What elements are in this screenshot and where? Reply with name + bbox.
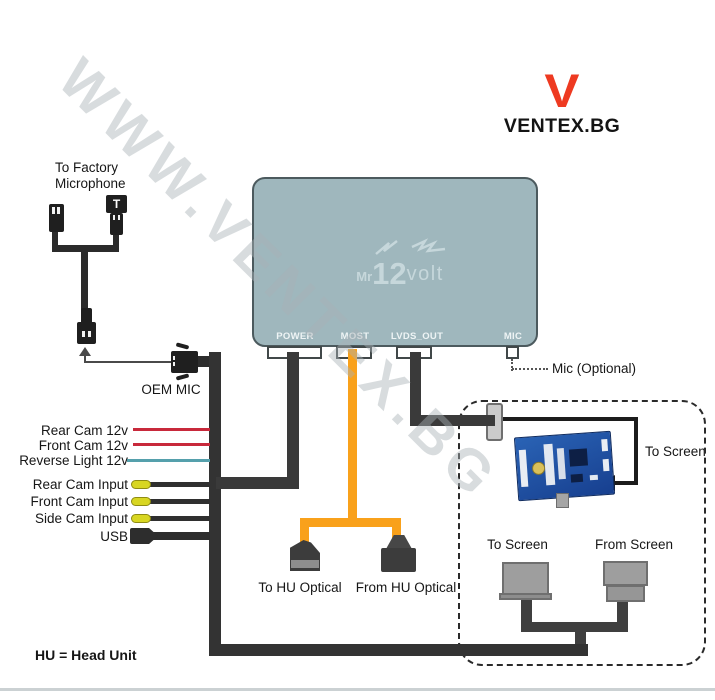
oem-mic-clip-top-icon <box>175 342 190 350</box>
to-hu-optical-label: To HU Optical <box>258 580 342 595</box>
to-screen-arrow-label: To Screen <box>645 444 706 459</box>
power-cable-horizontal <box>216 477 296 489</box>
port-label-lvds-out: LVDS_OUT <box>390 331 444 342</box>
rear-cam-input-wire <box>148 482 210 487</box>
rear-cam-12v-wire <box>133 428 210 431</box>
to-screen-label: To Screen <box>487 537 548 552</box>
most-cable-left-drop <box>300 518 309 543</box>
port-label-most: MOST <box>340 331 370 342</box>
factory-mic-plug-right-body-icon <box>110 213 123 235</box>
lvds-cable-vertical <box>410 352 421 426</box>
port-label-power: POWER <box>276 331 314 342</box>
harness-bottom <box>209 644 588 656</box>
port-label-mic: MIC <box>503 331 523 342</box>
t-mark: T <box>112 197 121 211</box>
from-hu-optical-top-icon <box>386 535 412 549</box>
rear-cam-rca-plug-icon <box>131 480 151 489</box>
mic-dotted-vertical <box>511 359 513 371</box>
screen-arrow-line-top <box>498 417 638 421</box>
harness-vertical <box>209 352 221 655</box>
to-screen-connector-base-icon <box>499 593 552 600</box>
hu-note-label: HU = Head Unit <box>35 647 137 663</box>
screen-junction-bar <box>521 622 628 632</box>
from-screen-connector-bottom-icon <box>606 585 645 602</box>
from-screen-stem <box>617 600 628 632</box>
factory-mic-line1: To Factory <box>55 160 119 175</box>
reverse-light-12v-wire <box>127 459 210 462</box>
lvds-cable-horizontal <box>410 415 495 426</box>
wire-label-reverse-light-12v: Reverse Light 12v <box>19 453 128 468</box>
mr12volt-interface-box <box>252 177 538 347</box>
factory-mic-plug-left-icon <box>49 204 64 232</box>
most-cable-right-drop <box>392 518 401 538</box>
arrow-up-icon <box>79 347 91 356</box>
brand-logo: V VENTEX.BG <box>500 67 624 138</box>
usb-wire <box>152 532 210 540</box>
from-screen-connector-top-icon <box>603 561 648 586</box>
wire-label-front-cam-input: Front Cam Input <box>30 494 128 509</box>
front-cam-12v-wire <box>133 443 210 446</box>
to-screen-stem <box>521 596 532 632</box>
wire-label-rear-cam-12v: Rear Cam 12v <box>40 423 128 438</box>
callout-line-horizontal <box>84 361 173 363</box>
from-hu-optical-connector-icon <box>381 548 416 572</box>
side-cam-rca-plug-icon <box>131 514 151 523</box>
factory-mic-label: To Factory Microphone <box>55 160 126 192</box>
pcb-stub-connector-icon <box>556 493 569 508</box>
y-adapter-socket-top-icon <box>81 308 92 324</box>
wire-label-side-cam-input: Side Cam Input <box>34 511 128 526</box>
front-cam-rca-plug-icon <box>131 497 151 506</box>
oem-mic-label: OEM MIC <box>141 382 201 397</box>
mic-dotted-horizontal <box>512 368 548 370</box>
logo-mr: Mr <box>356 269 373 284</box>
y-wire-bar <box>52 245 119 252</box>
most-cable-bar <box>300 518 401 527</box>
y-wire-right <box>113 233 119 248</box>
oem-mic-clip-bottom-icon <box>175 373 190 381</box>
logo-lightning-icon <box>375 238 446 255</box>
brand-v-icon: V <box>544 64 580 117</box>
power-cable-vertical <box>287 352 299 489</box>
screen-arrow-shaft <box>614 481 638 485</box>
from-hu-optical-label: From HU Optical <box>355 580 457 595</box>
logo-volt: volt <box>406 263 444 285</box>
bottom-frame-line <box>0 688 715 691</box>
wire-label-rear-cam-input: Rear Cam Input <box>32 477 128 492</box>
factory-mic-plug-right-icon: T <box>106 195 127 213</box>
side-cam-input-wire <box>148 516 210 521</box>
y-adapter-socket-icon <box>77 322 96 344</box>
harness-oem-stub <box>196 356 214 367</box>
to-screen-connector-icon <box>502 562 549 596</box>
most-cable-vertical <box>348 349 357 521</box>
brand-name: VENTEX.BG <box>503 115 621 137</box>
lvds-pcb-board <box>513 430 616 502</box>
oem-mic-connector-icon <box>171 351 198 373</box>
callout-line-vertical <box>84 355 86 363</box>
wire-label-front-cam-12v: Front Cam 12v <box>38 438 128 453</box>
mic-port-icon <box>506 346 519 359</box>
front-cam-input-wire <box>148 499 210 504</box>
screen-arrow-line-right <box>634 417 638 485</box>
screen-junction-drop <box>575 630 586 647</box>
from-screen-label: From Screen <box>594 537 674 552</box>
usb-connector-icon <box>130 528 158 544</box>
y-wire-center <box>81 250 88 310</box>
screen-section-dashed-box <box>458 400 706 666</box>
y-wire-left <box>52 230 58 248</box>
mic-optional-label: Mic (Optional) <box>552 361 637 376</box>
factory-mic-line2: Microphone <box>55 176 126 191</box>
to-hu-optical-band-icon <box>291 560 319 568</box>
logo-12: 12 <box>372 256 407 291</box>
wire-label-usb: USB <box>100 529 128 544</box>
